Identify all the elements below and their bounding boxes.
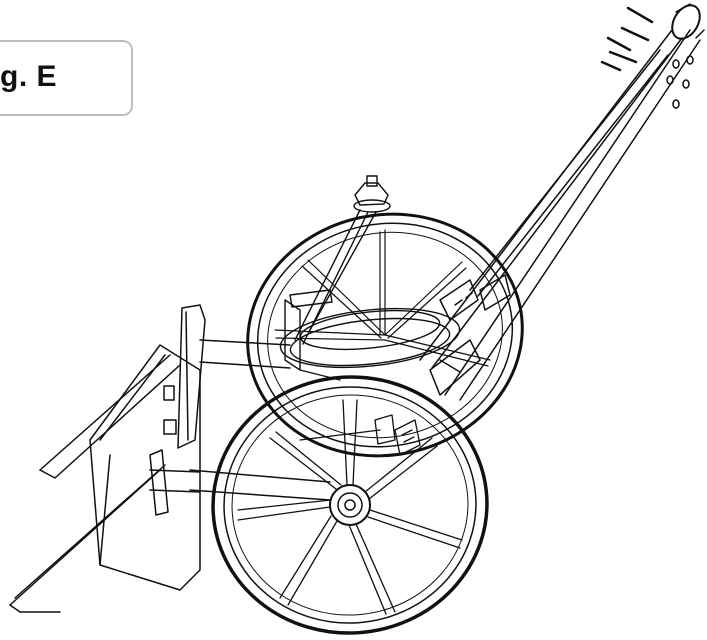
- rear-wheel: [225, 189, 545, 481]
- handle-assembly: [420, 0, 705, 400]
- front-guard: [10, 305, 330, 612]
- front-wheel: [204, 368, 495, 640]
- hardware-nuts: [667, 56, 693, 108]
- figure-label-box: g. E: [0, 40, 133, 116]
- figure-label: g. E: [0, 60, 58, 93]
- hardware-bolts: [602, 8, 652, 70]
- drive-bracket: [300, 415, 420, 455]
- engine-deck: [278, 290, 463, 380]
- fuel-cap-strut: [295, 176, 390, 344]
